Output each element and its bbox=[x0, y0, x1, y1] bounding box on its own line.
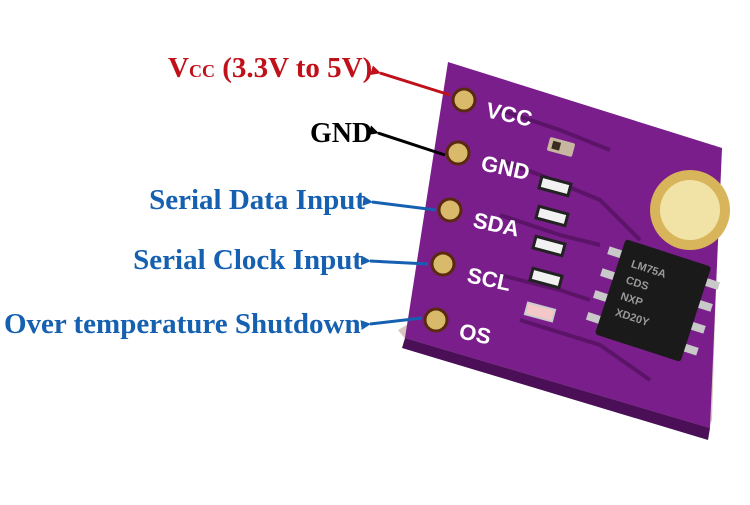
pin-pad-os bbox=[423, 307, 449, 333]
arrow-scl bbox=[360, 255, 429, 266]
pin-pad-gnd bbox=[445, 140, 471, 166]
callout-sda: Serial Data Input bbox=[149, 184, 365, 216]
board-traces bbox=[499, 108, 652, 382]
arrow-os bbox=[360, 316, 423, 330]
pin-pad-vcc bbox=[451, 87, 477, 113]
arrow-sda bbox=[362, 195, 437, 212]
mounting-hole-inner bbox=[660, 180, 720, 240]
arrow-vcc bbox=[369, 65, 451, 97]
ic-chip: LM75A CDS NXP XD20Y bbox=[585, 239, 720, 362]
callout-os: Over temperature Shutdown bbox=[4, 308, 361, 340]
pin-pads bbox=[423, 87, 477, 333]
callout-vcc: VCC (3.3V to 5V) bbox=[168, 54, 372, 83]
smd-components bbox=[523, 137, 575, 323]
board-shade bbox=[402, 338, 710, 440]
pin-pad-scl bbox=[430, 251, 456, 277]
callout-vcc-subscript: CC bbox=[188, 61, 215, 81]
callout-vcc-v: V bbox=[168, 52, 189, 84]
arrow-gnd bbox=[367, 125, 446, 157]
callout-vcc-range: (3.3V to 5V) bbox=[214, 52, 373, 84]
callout-scl: Serial Clock Input bbox=[133, 244, 362, 276]
pin-pad-sda bbox=[437, 197, 463, 223]
callout-gnd: GND bbox=[310, 118, 373, 149]
